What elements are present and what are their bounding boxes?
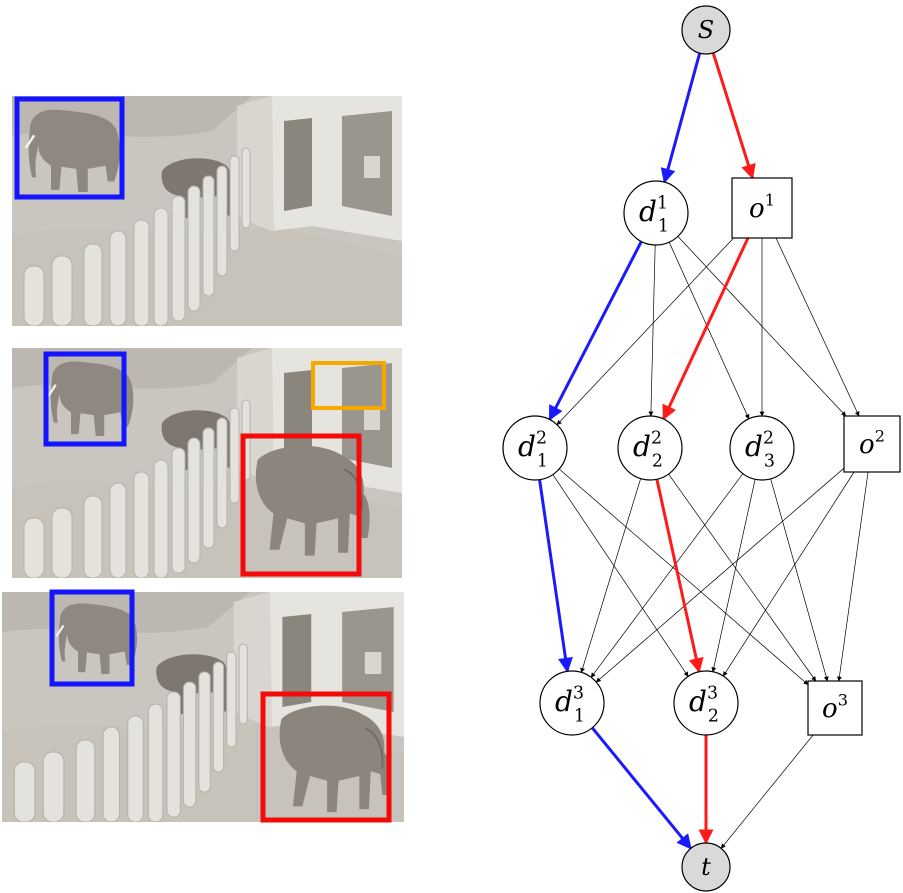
node-label: o3 (822, 690, 848, 724)
occlusion-node-o1: o1 (731, 177, 793, 239)
edge-d2_2-to-d3_2 (655, 478, 704, 674)
edge-o1-to-o2 (775, 237, 860, 417)
edge-d2_2-to-d3_1 (580, 478, 641, 673)
edge-S-to-d1_1 (660, 52, 702, 184)
edge-S-to-o1 (711, 52, 756, 180)
frame-2 (12, 348, 402, 578)
red-box (260, 691, 392, 823)
red-box (240, 433, 362, 577)
edge-d3_1-to-t (591, 726, 692, 850)
edge-o1-to-d2_2 (662, 237, 750, 421)
path-edges (538, 52, 756, 850)
thin-edges (552, 236, 869, 849)
edge-d2_3-to-o3 (770, 478, 829, 682)
frame-3 (2, 589, 404, 823)
node-label: o2 (859, 426, 885, 460)
sink-node-label: t (701, 853, 711, 881)
edge-o3-to-t (720, 734, 814, 849)
edge-d1_1-to-d2_2 (648, 244, 656, 417)
occlusion-node-o2: o2 (843, 415, 901, 473)
sink-node: t (681, 842, 731, 892)
edge-d2_2-to-o3 (668, 473, 817, 682)
edge-d2_3-to-d3_1 (590, 473, 744, 678)
blue-box (49, 589, 135, 687)
edge-d2_1-to-d3_2 (552, 474, 689, 677)
source-node-label: S (698, 16, 714, 44)
edge-d2_1-to-o3 (558, 468, 809, 685)
edge-d1_1-to-d2_1 (548, 240, 643, 421)
edge-o1-to-d2_1 (556, 237, 734, 426)
edge-o2-to-d3_2 (722, 471, 855, 677)
occlusion-node-o3: o3 (807, 680, 863, 736)
edge-d1_1-to-d2_3 (668, 242, 750, 420)
edge-d2_1-to-d3_1 (538, 479, 573, 673)
edge-o2-to-d3_1 (595, 467, 845, 683)
blue-box (43, 351, 127, 447)
orange-box (311, 361, 386, 410)
blue-box (14, 96, 125, 200)
source-node: S (681, 5, 731, 55)
edge-d2_3-to-d3_2 (711, 479, 756, 673)
frame-1 (12, 96, 402, 326)
edge-o2-to-o3 (836, 471, 869, 682)
node-label: o1 (749, 190, 775, 224)
